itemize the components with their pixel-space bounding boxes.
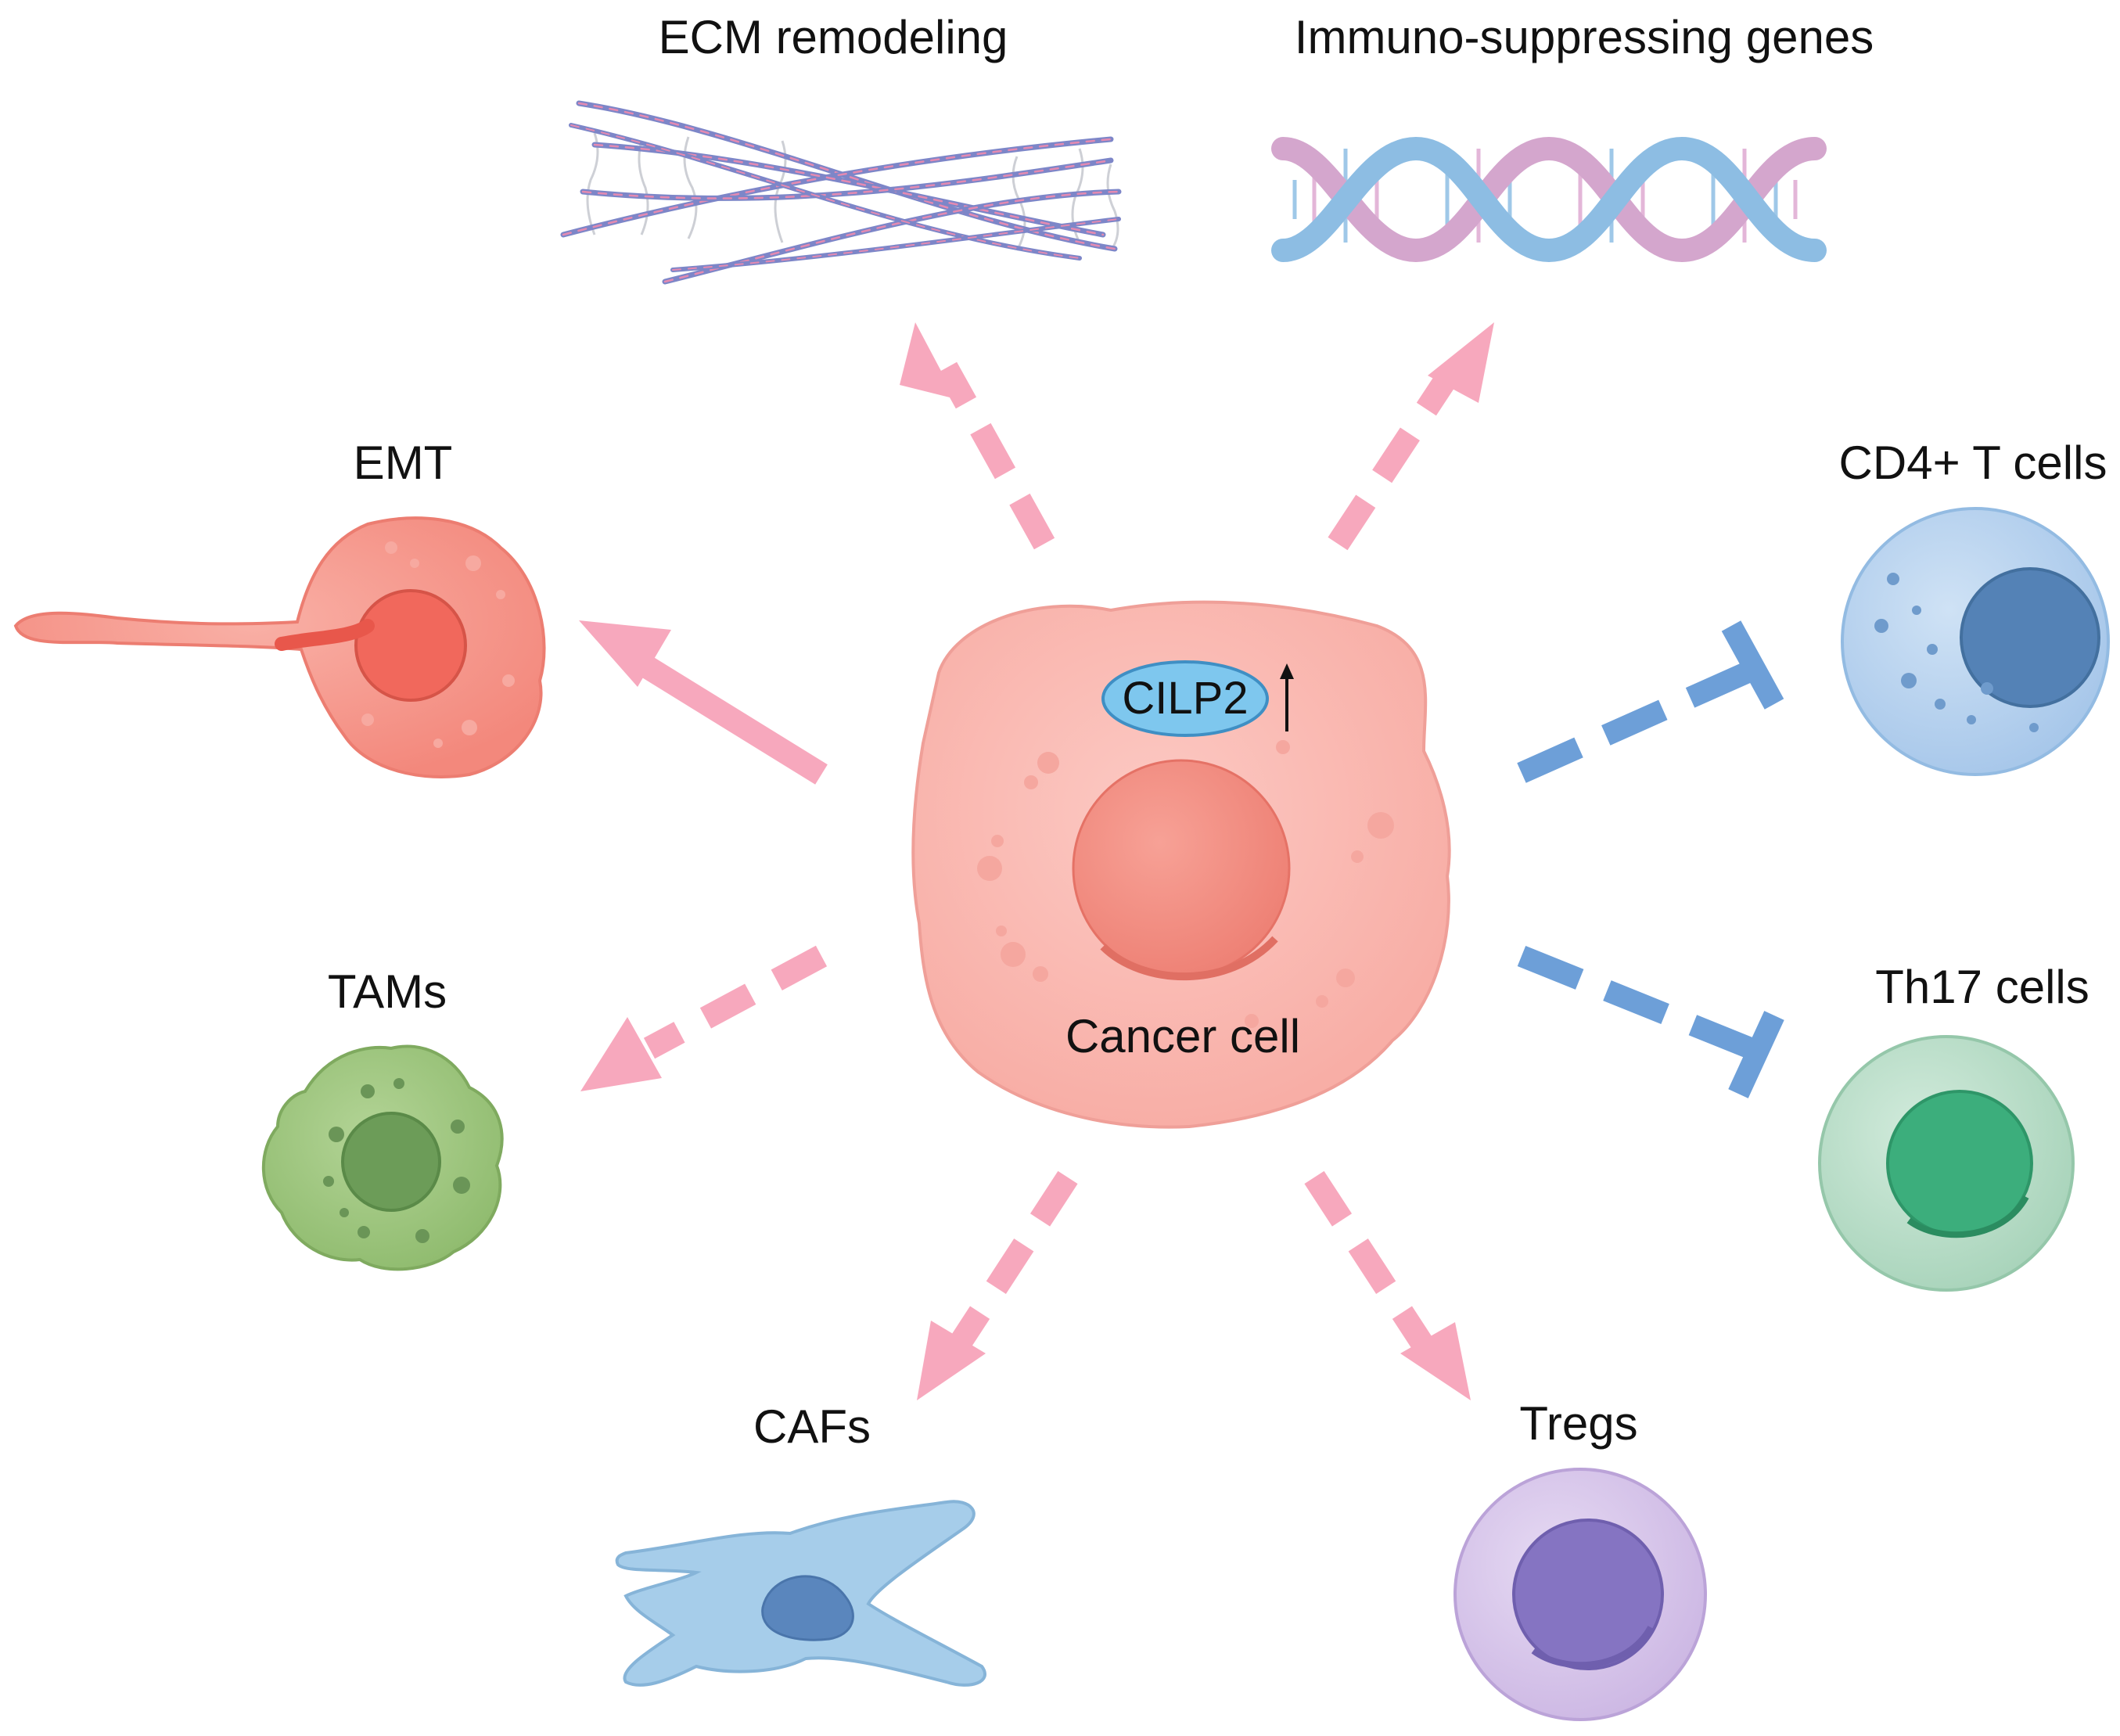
- label-cd4-t-cells: CD4+ T cells: [1838, 437, 2107, 489]
- emt-cell-icon: [13, 516, 546, 778]
- dna-helix-icon: [1271, 136, 1827, 263]
- cilp2-marker: [1101, 660, 1269, 737]
- treg-cell-icon: [1453, 1468, 1707, 1721]
- arrow-to-cafs: [917, 1170, 1078, 1400]
- label-cilp2: CILP2: [1122, 673, 1249, 724]
- ecm-fibers-icon: [560, 100, 1122, 285]
- label-th17-cells: Th17 cells: [1875, 961, 2089, 1013]
- upregulated-arrow-icon: [1280, 663, 1294, 731]
- arrow-to-ecm: [900, 322, 1055, 550]
- arrow-to-emt: [579, 620, 828, 785]
- label-emt: EMT: [353, 437, 453, 489]
- caf-cell-icon: [615, 1500, 986, 1687]
- tam-cell-icon: [261, 1044, 504, 1271]
- label-cancer-cell: Cancer cell: [1065, 1010, 1301, 1062]
- th17-cell-icon: [1818, 1035, 2075, 1292]
- label-ecm-remodeling: ECM remodeling: [658, 11, 1008, 63]
- label-tams: TAMs: [327, 965, 447, 1018]
- arrow-to-genes: [1328, 322, 1494, 551]
- cd4-t-cell-icon: [1841, 507, 2110, 776]
- inhibit-th17: [1517, 946, 1784, 1098]
- label-immuno-suppressing-genes: Immuno-suppressing genes: [1294, 11, 1874, 63]
- label-tregs: Tregs: [1519, 1397, 1638, 1450]
- arrow-to-tregs: [1304, 1170, 1471, 1400]
- arrow-to-tams: [580, 945, 828, 1091]
- label-cafs: CAFs: [753, 1400, 871, 1453]
- cancer-cell: [911, 600, 1451, 1129]
- inhibit-cd4: [1517, 620, 1784, 783]
